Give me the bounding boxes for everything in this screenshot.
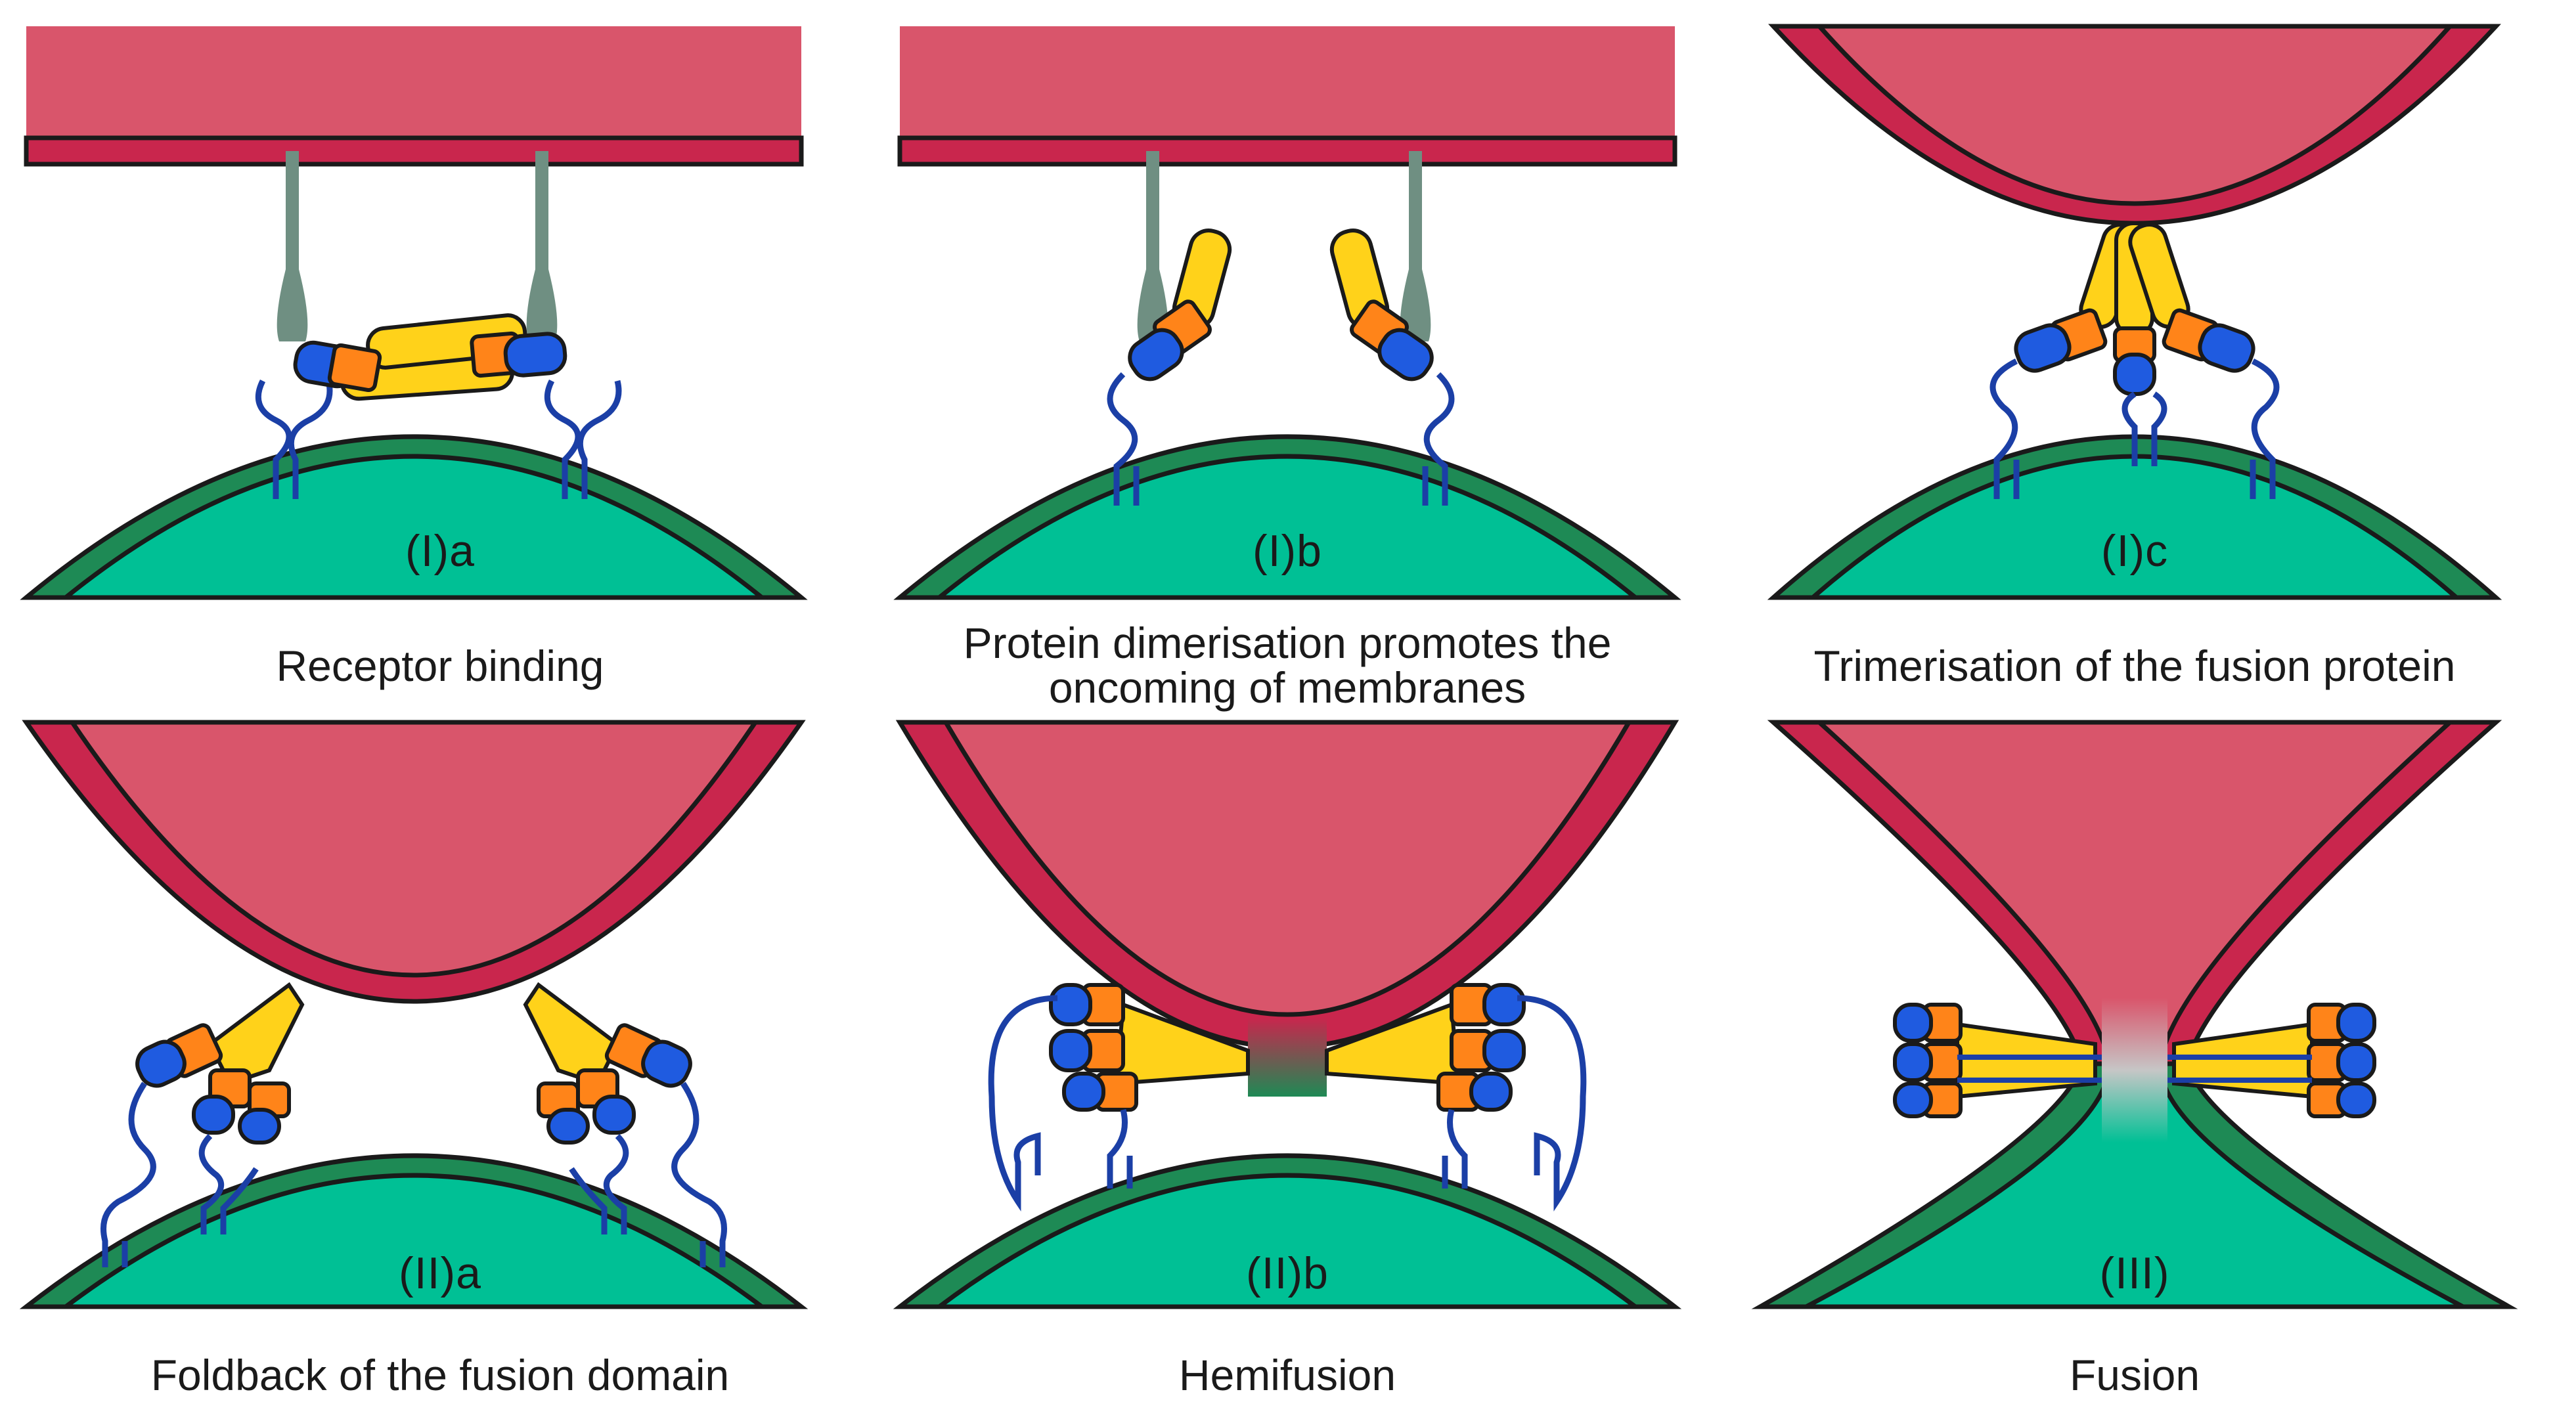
caption-line: Fusion <box>2069 1351 2200 1399</box>
stage-label: (I)c <box>2100 526 2169 576</box>
caption: Foldback of the fusion domain <box>13 1353 867 1397</box>
membrane-anchor <box>100 1081 156 1267</box>
membrane-anchor <box>1107 372 1140 506</box>
membrane-anchor <box>988 995 1058 1212</box>
membrane-anchor <box>2167 1055 2312 1083</box>
stage-label: (III) <box>2099 1248 2170 1298</box>
receptor <box>1400 151 1431 341</box>
panel-ia-illustration <box>20 26 808 600</box>
membrane-anchor <box>1107 1108 1133 1189</box>
panel-fusion: (III) Fusion <box>1708 716 2562 1397</box>
panel-iib-illustration <box>893 720 1682 1309</box>
membrane-anchor <box>1422 372 1455 506</box>
virus-particle <box>932 1173 1643 1309</box>
caption: Fusion <box>1708 1353 2562 1397</box>
fusion-protein <box>1329 229 1434 382</box>
panel-receptor-binding: (I)a Receptor binding <box>13 13 867 688</box>
fusion-protein <box>1128 229 1232 382</box>
caption-line: oncoming of membranes <box>1048 663 1526 712</box>
membrane-anchor <box>255 379 333 499</box>
host-cell <box>1814 24 2455 206</box>
virus-particle <box>59 454 768 600</box>
stage-label: (II)b <box>1246 1248 1329 1298</box>
receptor <box>1137 151 1168 341</box>
hairpin-trimer <box>1049 983 1250 1112</box>
virus-particle <box>58 1173 769 1309</box>
folded-trimer <box>523 982 692 1145</box>
panel-ic-illustration <box>1767 24 2502 600</box>
membrane-anchor <box>2250 358 2280 499</box>
fusion-protein-trimer <box>2014 221 2255 396</box>
host-cell <box>941 720 1633 1017</box>
membrane-anchor <box>1442 1108 1468 1189</box>
membrane-anchor <box>671 1081 727 1267</box>
panel-hemifusion: (II)b Hemifusion <box>860 716 1714 1397</box>
panel-iii-illustration <box>1751 720 2518 1309</box>
host-cell <box>68 720 760 978</box>
fusion-pore <box>2102 998 2167 1143</box>
stage-label: (I)b <box>1253 526 1322 576</box>
panel-iia-illustration <box>19 720 809 1309</box>
caption-line: Hemifusion <box>1178 1351 1396 1399</box>
panel-ib-illustration <box>893 26 1681 600</box>
caption-line: Protein dimerisation promotes the <box>963 619 1612 667</box>
caption-line: Trimerisation of the fusion protein <box>1813 642 2456 690</box>
membrane-anchor <box>569 1133 629 1234</box>
caption: Trimerisation of the fusion protein <box>1708 644 2562 688</box>
membrane-anchor <box>198 1133 259 1234</box>
caption: Protein dimerisation promotes the oncomi… <box>860 621 1714 710</box>
host-membrane <box>897 135 1677 167</box>
receptor <box>277 151 308 341</box>
membrane-anchor <box>544 379 622 499</box>
host-membrane <box>24 135 804 167</box>
hairpin-trimer <box>1325 983 1526 1112</box>
caption-line: Foldback of the fusion domain <box>150 1351 730 1399</box>
caption-line: Receptor binding <box>276 642 604 690</box>
stage-label: (I)a <box>405 526 475 576</box>
hemifusion-stalk <box>1248 1018 1327 1097</box>
caption: Receptor binding <box>13 644 867 688</box>
stage-label: (II)a <box>399 1248 481 1298</box>
folded-trimer <box>135 982 305 1145</box>
membrane-anchor <box>1989 358 2020 499</box>
panel-foldback: (II)a Foldback of the fusion domain <box>13 716 867 1397</box>
fusion-protein-dimer <box>293 313 567 401</box>
receptor <box>526 151 558 341</box>
membrane-anchor <box>2121 391 2167 466</box>
membrane-anchor <box>1957 1055 2102 1083</box>
panel-trimerisation: (I)c Trimerisation of the fusion protein <box>1708 13 2562 688</box>
virus-particle <box>1806 454 2463 600</box>
caption: Hemifusion <box>860 1353 1714 1397</box>
virus-particle <box>933 454 1642 600</box>
panel-protein-dimerisation: (I)b Protein dimerisation promotes the o… <box>860 13 1714 710</box>
membrane-anchor <box>1517 995 1587 1212</box>
